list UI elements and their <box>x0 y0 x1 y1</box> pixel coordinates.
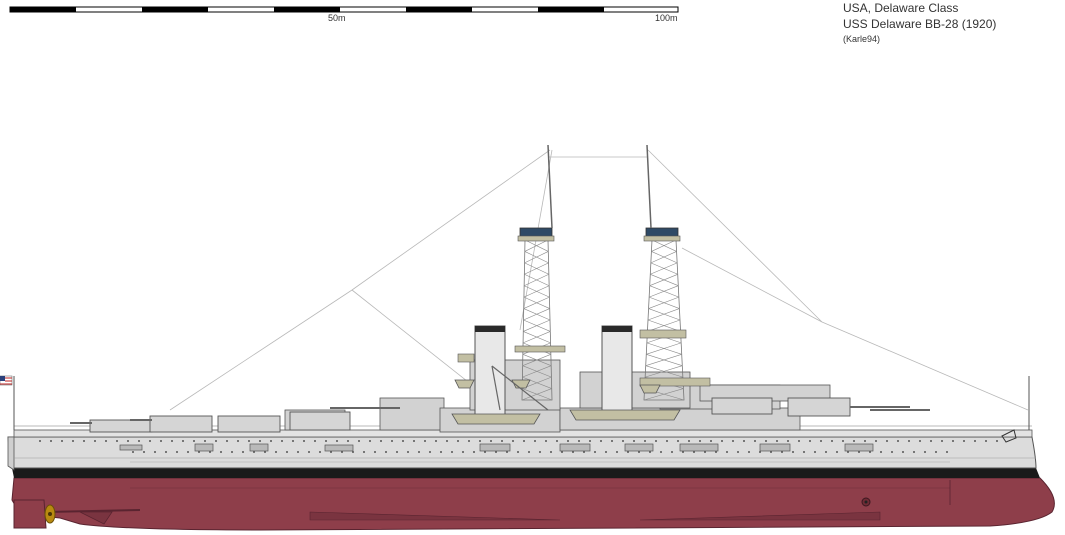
funnels <box>474 325 633 417</box>
hull <box>7 436 1055 531</box>
casemate-guns <box>119 443 874 452</box>
caption-ship-name: USS Delaware BB-28 (1920) <box>843 17 997 31</box>
scale-bar <box>9 6 679 13</box>
superstructure <box>284 359 831 433</box>
flagstaff <box>0 375 15 430</box>
rigging-wires <box>169 149 1029 411</box>
boat-crane <box>491 365 549 411</box>
bow-anchor <box>1001 429 1017 443</box>
turret-barrels <box>70 406 930 424</box>
scale-label-50m: 50m <box>328 13 346 23</box>
ships-boats <box>451 379 681 425</box>
portholes <box>39 440 998 453</box>
main-turrets <box>89 397 851 433</box>
cage-masts <box>457 144 711 401</box>
caption-credit: (Karle94) <box>843 34 881 44</box>
caption-class: USA, Delaware Class <box>843 1 959 15</box>
scale-label-100m: 100m <box>655 13 678 23</box>
